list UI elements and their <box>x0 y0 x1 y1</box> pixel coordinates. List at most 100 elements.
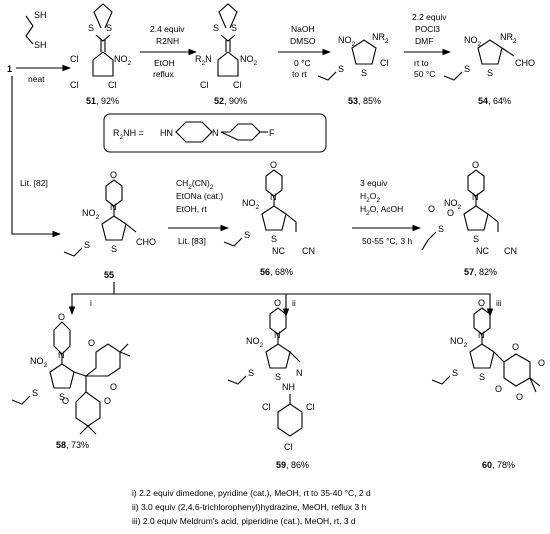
o-atom: O <box>516 392 523 402</box>
morpholine-o: O <box>478 298 485 308</box>
s-atom: S <box>275 372 281 382</box>
cl-atom: Cl <box>200 80 209 90</box>
compound-58-label: 58, 73% <box>56 440 89 450</box>
s-atom: S <box>213 23 219 33</box>
step2-cond-equiv: 2.4 equiv <box>150 24 185 34</box>
hn-label: HN <box>160 128 173 138</box>
morpholine-n: N <box>58 350 65 360</box>
branch-iii-label: iii <box>496 298 502 308</box>
no2-label: NO2 <box>242 198 260 211</box>
compound-53-label: 53, 85% <box>348 96 381 106</box>
sulfone-s: S <box>438 224 444 234</box>
compound-1-label: 1 <box>7 64 12 74</box>
morpholine-o: O <box>58 312 65 322</box>
morpholine-o: O <box>270 160 277 170</box>
nc-label: NC <box>272 246 285 256</box>
step6-cond-solvent: H2O, AcOH <box>360 204 403 217</box>
step4-cond-solvent: DMF <box>415 36 433 46</box>
sh-label-bottom: SH <box>34 40 47 50</box>
compound-56-structure: N O NO2 S NC CN S <box>223 160 315 256</box>
f-atom: F <box>269 128 275 138</box>
compound-52-label: 52, 90% <box>214 96 247 106</box>
step4-cond-temp: rt to <box>414 58 429 68</box>
cl-atom: Cl <box>70 54 79 64</box>
cho-label: CHO <box>515 58 535 68</box>
o-atom: O <box>495 384 502 394</box>
o-atom: O <box>104 396 111 406</box>
r2n-label: R2N <box>195 54 212 67</box>
compound-55-label: 55 <box>104 270 114 280</box>
compound-57-label: 57, 82% <box>464 267 497 277</box>
s-atom: S <box>361 68 367 78</box>
morpholine-n: N <box>478 330 485 340</box>
step6-cond-equiv: 3 equiv <box>360 178 388 188</box>
s-atom: S <box>231 23 237 33</box>
cho-label: CHO <box>136 237 156 247</box>
step5-cond-reagent: CH2(CN)2 <box>176 178 214 191</box>
morpholine-n: N <box>472 192 479 202</box>
cn-label: CN <box>504 246 517 256</box>
nr2-label: NR2 <box>372 32 389 45</box>
compound-54-label: 54, 64% <box>478 96 511 106</box>
arrow-branch-ii <box>114 293 290 318</box>
branch-i-label: i <box>90 298 92 308</box>
o-atom: O <box>110 382 117 392</box>
nr2-label: NR2 <box>500 32 517 45</box>
compound-59-structure: N O NO2 S S N NH Cl Cl Cl <box>227 298 315 452</box>
cl-atom: Cl <box>306 402 315 412</box>
cl-atom: Cl <box>233 80 242 90</box>
compound-52-structure: S S R2N NO2 Cl Cl <box>195 3 258 90</box>
no2-label: NO2 <box>246 336 264 349</box>
step2-cond-temp: reflux <box>153 69 175 79</box>
morpholine-o: O <box>274 298 281 308</box>
step3-cond-solvent: DMSO <box>290 36 316 46</box>
o-atom: O <box>538 358 545 368</box>
s-atom: S <box>473 234 479 244</box>
step5-cond-lit: Lit. [83] <box>178 236 206 246</box>
nc-label: NC <box>476 246 489 256</box>
amine-definition-box <box>103 113 327 153</box>
step4-cond-reagent: POCl3 <box>415 24 440 34</box>
sh-label-top: SH <box>34 10 47 20</box>
s-atom: S <box>271 234 277 244</box>
compound-1-structure: SH SH <box>25 10 47 50</box>
o-atom: O <box>88 338 95 348</box>
s-atom: S <box>84 240 90 250</box>
compound-54-structure: NO2 NR2 S CHO S <box>443 32 535 81</box>
compound-53-structure: NO2 NR2 S Cl S <box>317 32 389 81</box>
step3-cond-warm: to rt <box>292 69 307 79</box>
no2-label: NO2 <box>338 35 356 48</box>
step1-condition: neat <box>28 74 45 84</box>
fluorophenyl-ring <box>220 123 261 141</box>
compound-60-structure: N O NO2 S S O O O O <box>431 298 545 402</box>
s-atom: S <box>248 368 254 378</box>
step3-cond-base: NaOH <box>291 24 315 34</box>
sulfone-o: O <box>447 208 454 218</box>
compound-56-label: 56, 68% <box>260 267 293 277</box>
compound-60-label: 60, 78% <box>482 460 515 470</box>
s-atom: S <box>106 23 112 33</box>
s-atom: S <box>452 368 458 378</box>
step5-cond-solvent: EtOH, rt <box>176 204 207 214</box>
no2-label: NO2 <box>450 336 468 349</box>
step4-cond-end: 50 °C <box>414 69 435 79</box>
s-atom: S <box>32 388 38 398</box>
cl-atom: Cl <box>108 80 117 90</box>
arrow-branch-i <box>68 282 115 316</box>
no2-label: NO2 <box>82 208 100 221</box>
compound-59-label: 59, 86% <box>276 460 309 470</box>
footnote-iii: iii) 2.0 equiv Meldrum's acid, piperidin… <box>132 516 356 526</box>
arrow-branch-iii <box>286 293 494 318</box>
cl-atom: Cl <box>262 402 271 412</box>
morpholine-o: O <box>472 160 479 170</box>
n-atom: N <box>296 368 303 378</box>
compound-57-structure: N O NO2 S NC CN S O O <box>421 160 517 256</box>
lit-82-label: Lit. [82] <box>20 178 48 188</box>
cl-atom: Cl <box>380 58 389 68</box>
branch-ii-label: ii <box>292 298 296 308</box>
s-atom: S <box>59 392 65 402</box>
s-atom: S <box>244 230 250 240</box>
step4-cond-equiv: 2.2 equiv <box>412 12 447 22</box>
cl-atom: Cl <box>284 442 293 452</box>
cn-label: CN <box>302 246 315 256</box>
